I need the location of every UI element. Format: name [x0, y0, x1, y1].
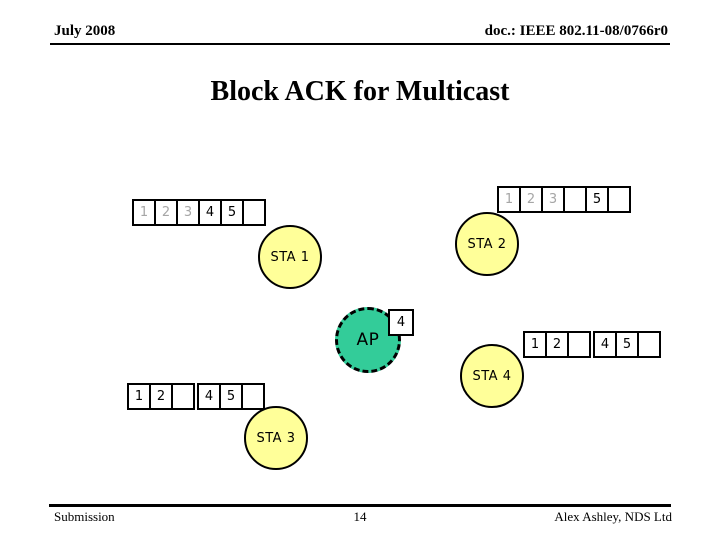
- header-doc-number: doc.: IEEE 802.11-08/0766r0: [484, 23, 668, 39]
- station-circle-sta4: STA 4: [460, 344, 524, 408]
- bitmap-cell: 5: [615, 331, 639, 358]
- bitmap-cell: 5: [585, 186, 609, 213]
- ap-buffer-cell: 4: [388, 309, 414, 336]
- bitmap-cell: 2: [149, 383, 173, 410]
- sta3-bitmap-row: 1 2 4 5: [127, 383, 265, 410]
- bitmap-cell: 1: [127, 383, 151, 410]
- bitmap-cell: 4: [198, 199, 222, 226]
- bitmap-cell: 1: [132, 199, 156, 226]
- slide-title: Block ACK for Multicast: [210, 76, 510, 107]
- bitmap-cell: 4: [197, 383, 221, 410]
- bitmap-cell: 4: [593, 331, 617, 358]
- bitmap-cell: 5: [220, 199, 244, 226]
- bitmap-cell: [242, 199, 266, 226]
- station-label: STA 2: [467, 236, 507, 252]
- bitmap-cell: 1: [497, 186, 521, 213]
- station-label: STA 4: [472, 368, 512, 384]
- bitmap-cell: [241, 383, 265, 410]
- bitmap-cell: 5: [219, 383, 243, 410]
- bitmap-cell: [637, 331, 661, 358]
- station-circle-sta3: STA 3: [244, 406, 308, 470]
- ap-label: AP: [356, 330, 380, 350]
- footer-author: Alex Ashley, NDS Ltd: [554, 509, 672, 524]
- bitmap-cell: [567, 331, 591, 358]
- bitmap-cell: 2: [545, 331, 569, 358]
- bitmap-cell: 3: [176, 199, 200, 226]
- bitmap-cell: 2: [154, 199, 178, 226]
- footer-rule: [49, 504, 671, 507]
- sta4-bitmap-row: 1 2 4 5: [523, 331, 661, 358]
- sta2-bitmap-row: 1 2 3 5: [497, 186, 631, 213]
- footer-submission: Submission: [54, 509, 115, 524]
- bitmap-cell: 1: [523, 331, 547, 358]
- bitmap-cell: [171, 383, 195, 410]
- footer-page-number: 14: [353, 509, 367, 524]
- header-rule: [50, 43, 670, 45]
- bitmap-cell: 3: [541, 186, 565, 213]
- station-circle-sta1: STA 1: [258, 225, 322, 289]
- station-circle-sta2: STA 2: [455, 212, 519, 276]
- station-label: STA 1: [270, 249, 310, 265]
- station-label: STA 3: [256, 430, 296, 446]
- bitmap-cell: [563, 186, 587, 213]
- bitmap-cell: 2: [519, 186, 543, 213]
- sta1-bitmap-row: 1 2 3 4 5: [132, 199, 266, 226]
- header-date: July 2008: [54, 23, 116, 39]
- bitmap-cell: [607, 186, 631, 213]
